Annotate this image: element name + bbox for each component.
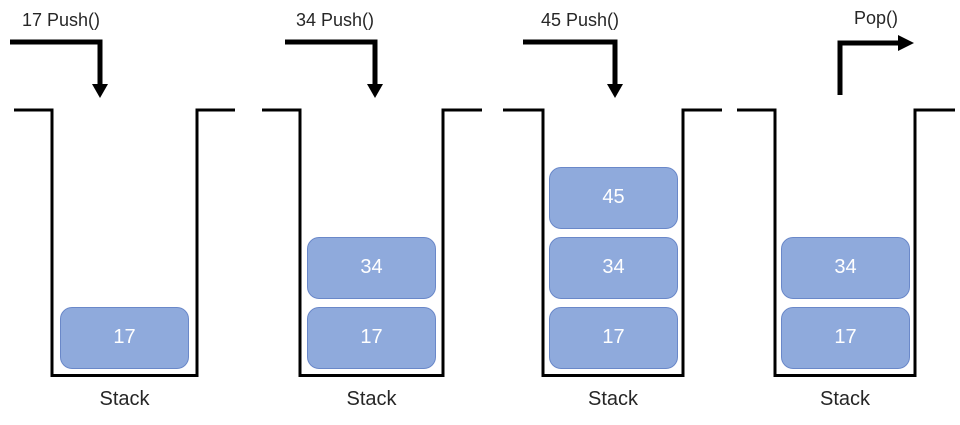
operation-label: 45 Push() [540, 10, 620, 30]
stack-item: 17 [549, 307, 678, 369]
push-arrow-icon [10, 39, 108, 98]
operation-label: 34 Push() [295, 10, 375, 30]
stack-label: Stack [819, 388, 871, 410]
stack-panel-1: 17 Push() 17 Stack [0, 0, 240, 425]
stack-item: 45 [549, 167, 678, 229]
operation-label: 17 Push() [21, 10, 101, 30]
stack-label: Stack [99, 388, 150, 410]
stack-panel-2: 34 Push() 34 17 Stack [240, 0, 482, 425]
stack-container [14, 108, 235, 377]
stack-container [737, 108, 955, 377]
stack-item: 34 [307, 237, 436, 299]
stack-item: 34 [781, 237, 910, 299]
stack-label: Stack [346, 388, 397, 410]
push-arrow-icon [285, 39, 383, 98]
stack-diagram-graphics [503, 39, 722, 377]
stack-container [262, 108, 482, 377]
stack-container [503, 108, 722, 377]
operation-label: Pop() [853, 8, 898, 28]
stack-item: 17 [781, 307, 910, 369]
stack-item: 17 [60, 307, 189, 369]
stack-panel-4: Pop() 34 17 Stack [720, 0, 960, 425]
pop-arrow-icon [837, 35, 914, 95]
stack-item: 34 [549, 237, 678, 299]
stack-diagram-graphics [262, 39, 482, 377]
stack-label: Stack [587, 388, 639, 410]
stack-item: 17 [307, 307, 436, 369]
stack-diagram-graphics [10, 39, 235, 377]
push-arrow-icon [523, 39, 623, 98]
stack-diagram-graphics [737, 35, 955, 377]
stack-panel-3: 45 Push() 45 34 17 Stack [480, 0, 722, 425]
